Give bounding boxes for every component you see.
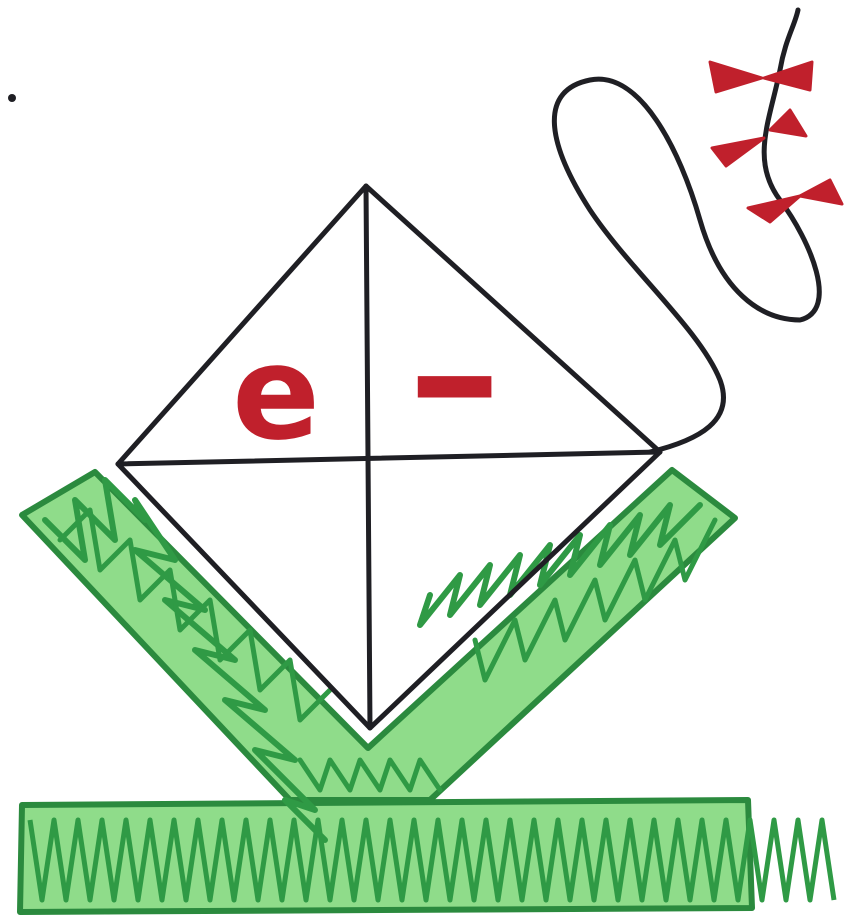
- kite-horizontal-spar: [118, 452, 660, 464]
- ink-dot: [8, 94, 16, 102]
- electron-label: e: [232, 317, 320, 469]
- charge-label: -: [405, 291, 505, 466]
- green-v-support: [22, 470, 735, 840]
- green-base-bar: [20, 800, 834, 912]
